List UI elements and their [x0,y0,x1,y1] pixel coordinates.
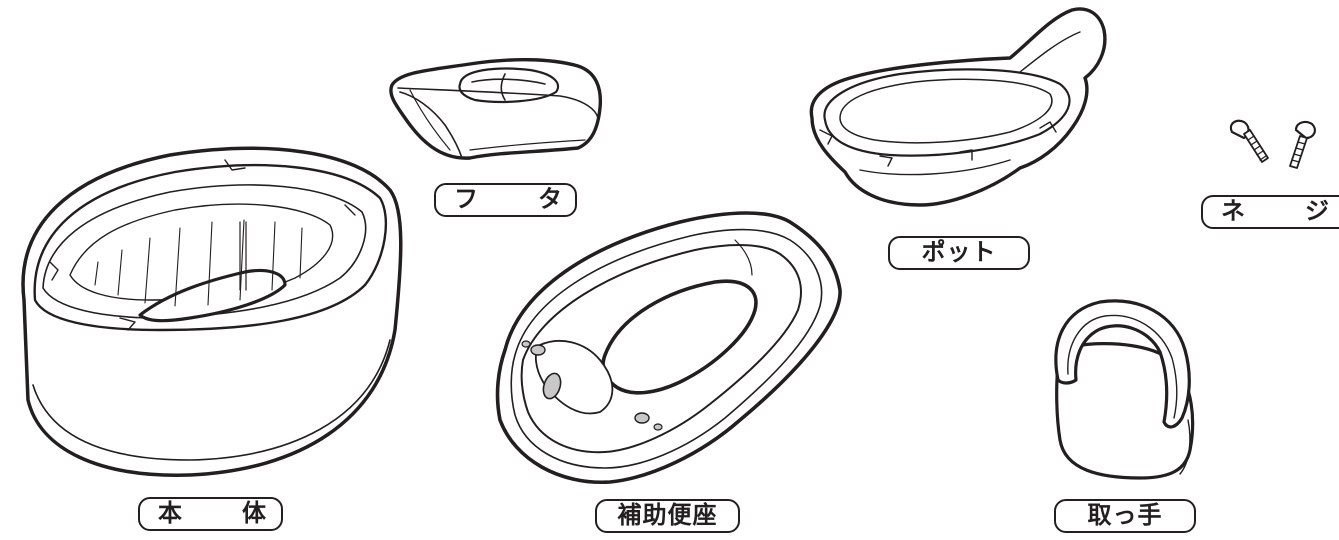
lid-illustration [389,58,603,160]
label-hontai: 本 体 [138,497,283,531]
toilet-seat-illustration [495,211,842,485]
label-futa: フ タ [434,183,577,217]
pot-illustration [809,7,1107,207]
handle-illustration [1054,299,1195,480]
screw-icon [1229,119,1269,163]
label-neji: ネ ジ [1201,195,1339,229]
label-hojo-benza: 補助便座 [595,499,740,533]
potty-base-illustration [21,146,403,477]
label-totte: 取っ手 [1054,499,1196,533]
label-pot: ポット [888,236,1030,270]
screw-icon [1289,120,1316,169]
